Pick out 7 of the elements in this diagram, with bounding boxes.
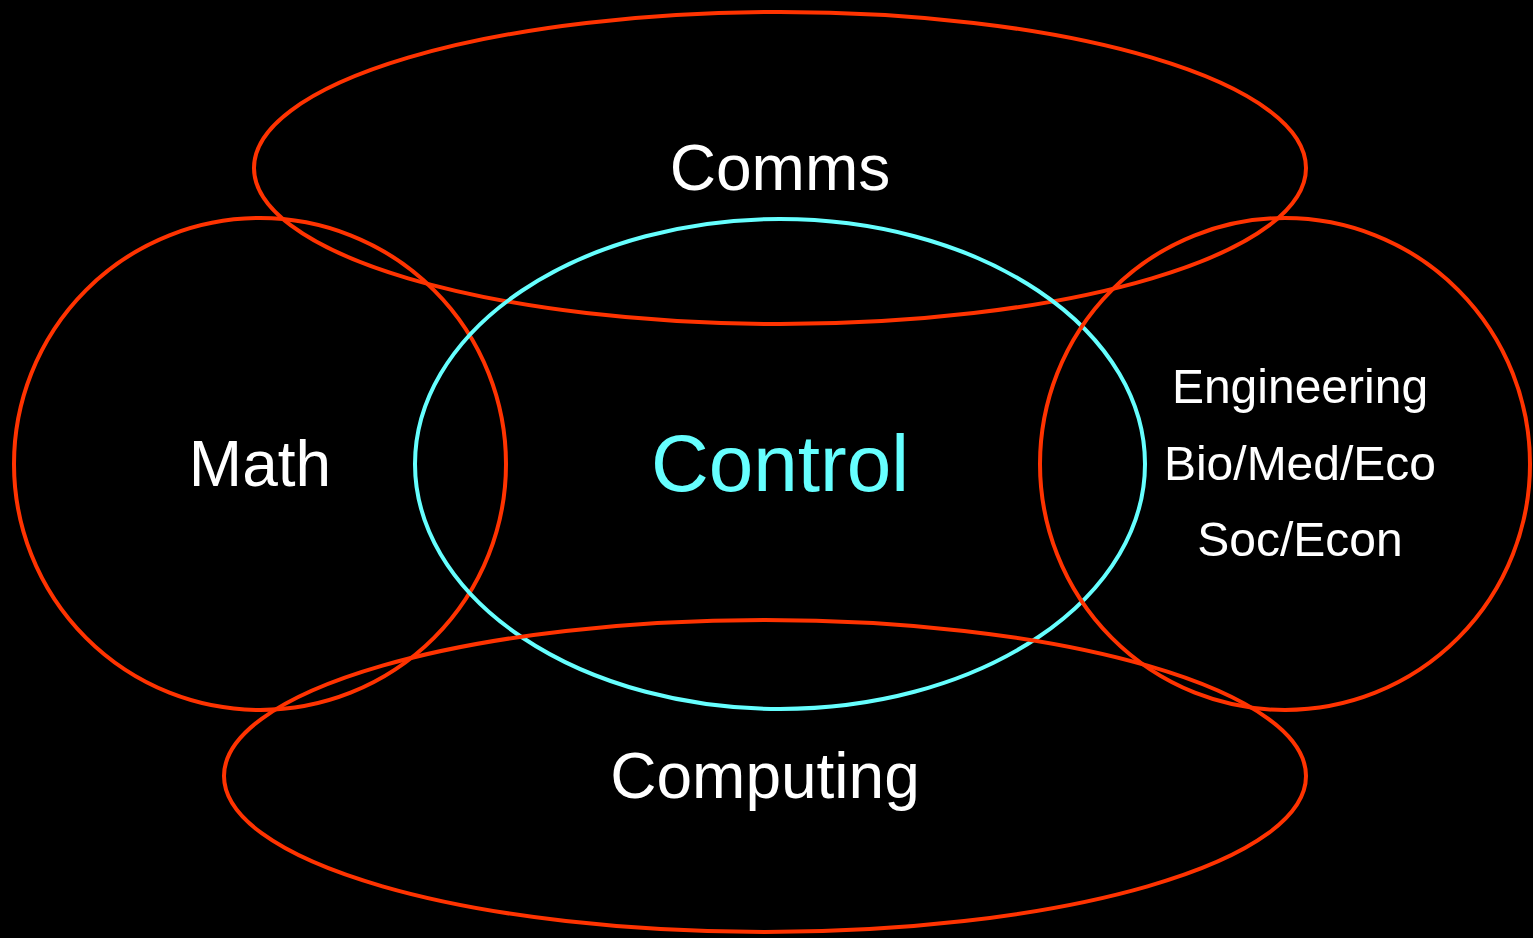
region-label: Soc/Econ <box>1197 512 1403 569</box>
region-label: Control <box>651 418 909 510</box>
region-label: Math <box>188 426 332 502</box>
region-label: Computing <box>610 738 920 814</box>
region-label: Comms <box>669 130 891 206</box>
region-label: Engineering <box>1171 358 1429 415</box>
region-label: Bio/Med/Eco <box>1163 435 1437 492</box>
